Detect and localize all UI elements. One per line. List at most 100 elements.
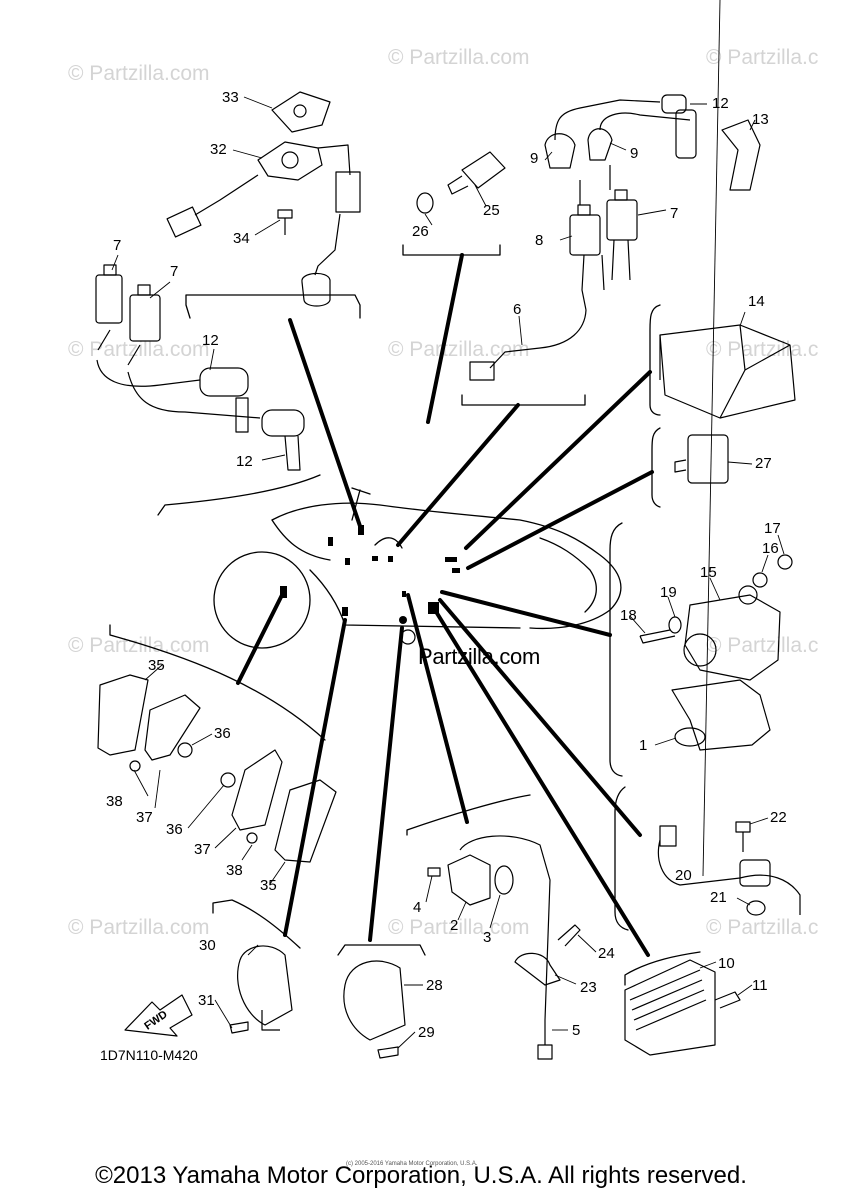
washer-part [416, 192, 434, 214]
bracket-ignition-group [185, 294, 361, 319]
callout-label: 37 [136, 809, 153, 826]
spark-plug-cap-part [199, 367, 249, 397]
callout-label: 20 [675, 867, 692, 884]
motorcycle-outline [213, 487, 622, 649]
leader-line [283, 618, 347, 937]
watermark: © Partzilla.com [388, 46, 530, 69]
center-brand: Partzilla.com [418, 644, 541, 669]
callout-label: 23 [580, 979, 597, 996]
bracket-coil-group [461, 394, 586, 406]
callout-label: 16 [762, 540, 779, 557]
callout-label: 5 [572, 1022, 580, 1039]
callout-label: 36 [214, 725, 231, 742]
watermark: © Partzilla.c [706, 916, 819, 939]
horn-part [237, 945, 293, 1026]
spark-plug-cap-part [661, 94, 687, 114]
callout-label: 18 [620, 607, 637, 624]
screw-part [777, 554, 793, 570]
bracket-relay [651, 427, 661, 508]
washer-part [129, 760, 141, 772]
bracket-horn-left [212, 899, 301, 949]
clamp-part [514, 952, 561, 986]
collar-part [177, 742, 193, 758]
connector-part [537, 1044, 553, 1060]
leader-line [396, 403, 520, 547]
bracket-ecu [649, 304, 661, 416]
callout-label: 12 [712, 95, 729, 112]
callout-label: 3 [483, 929, 491, 946]
small-copyright: (c) 2005-2016 Yamaha Motor Corporation, … [346, 1161, 478, 1167]
callout-label: 34 [233, 230, 250, 247]
plug-boot-part [721, 119, 761, 191]
horn-part [343, 960, 406, 1041]
plug-cap-part [587, 128, 613, 161]
watermark: © Partzilla.com [388, 916, 530, 939]
copyright-circle-icon [400, 629, 416, 645]
callout-label: 12 [202, 332, 219, 349]
leader-line [466, 470, 654, 570]
stay-part [144, 694, 201, 761]
callout-label: 17 [764, 520, 781, 537]
callout-label: 9 [530, 150, 538, 167]
plug-cap-part [544, 133, 576, 169]
spark-plug-cap-part [261, 409, 305, 437]
o-ring-part [494, 865, 514, 895]
stay-part [231, 749, 283, 831]
ignition-coil-part [569, 214, 601, 256]
bracket-rectifier [624, 951, 701, 986]
callout-label: 11 [752, 977, 768, 994]
bolt-part [557, 924, 581, 947]
bracket-fenders [109, 624, 326, 741]
temp-sensor-part [447, 151, 506, 195]
callout-label: 28 [426, 977, 443, 994]
gear-sensor-part [739, 859, 771, 887]
callout-label: 26 [412, 223, 429, 240]
callout-label: 36 [166, 821, 183, 838]
fwd-label: FWD [142, 1008, 169, 1032]
ignition-coil-part [95, 274, 123, 324]
screw-part [277, 209, 293, 235]
fwd-arrow [124, 994, 193, 1037]
bolt-part [714, 991, 741, 1009]
connector-part [469, 361, 495, 381]
callout-label: 9 [630, 145, 638, 162]
bolt-part [377, 1046, 399, 1059]
callout-label: 7 [113, 237, 121, 254]
collar-part [752, 572, 768, 588]
watermark: © Partzilla.c [706, 634, 819, 657]
callout-label: 6 [513, 301, 521, 318]
leader-line [288, 318, 364, 534]
washer-part [668, 616, 682, 634]
rectifier-part [624, 959, 716, 1056]
callout-label: 25 [483, 202, 500, 219]
callout-label: 24 [598, 945, 615, 962]
leader-line [236, 593, 284, 685]
watermark: © Partzilla.com [68, 916, 210, 939]
watermark: © Partzilla.c [706, 338, 819, 361]
callout-label: 12 [236, 453, 253, 470]
bolt-part [639, 629, 676, 644]
callout-label: 22 [770, 809, 787, 826]
relay-part [687, 434, 729, 484]
diagram-code: 1D7N110-M420 [100, 1047, 198, 1063]
ignition-coil-part [129, 294, 161, 342]
callout-label: 37 [194, 841, 211, 858]
callout-label: 30 [199, 937, 216, 954]
callout-label: 2 [450, 917, 458, 934]
leader-line [440, 590, 612, 637]
screw-part [427, 867, 441, 877]
callout-label: 1 [639, 737, 647, 754]
watermark: © Partzilla.com [68, 634, 210, 657]
fender-pad-part [274, 779, 337, 863]
leader-line [433, 608, 650, 957]
bracket-plug-group [157, 474, 321, 516]
callout-label: 29 [418, 1024, 435, 1041]
callout-label: 21 [710, 889, 727, 906]
throttle-sensor-part [684, 594, 781, 681]
callout-label: 7 [170, 263, 178, 280]
leader-line [406, 593, 469, 824]
callout-label: 8 [535, 232, 543, 249]
bracket-pickup [406, 794, 531, 836]
bolt-part [229, 1021, 249, 1034]
ignition-coil-part [606, 199, 638, 241]
